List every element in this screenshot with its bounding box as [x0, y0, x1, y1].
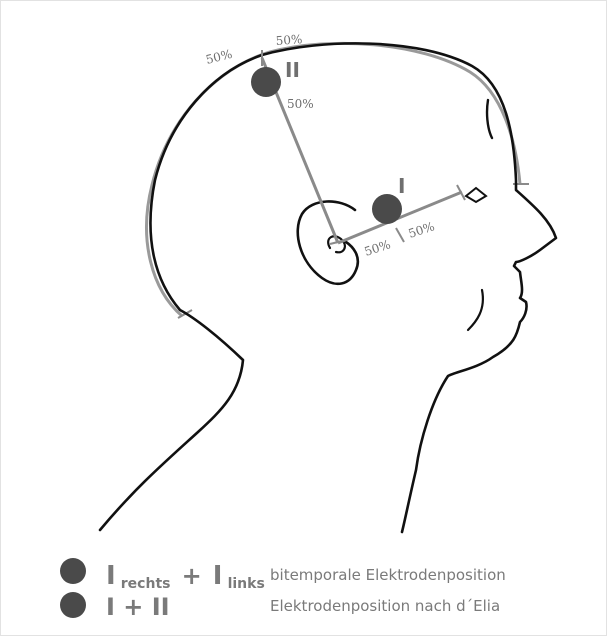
legend: I rechts + I links bitemporale Elektrode…	[60, 558, 506, 621]
eye-outline	[466, 188, 486, 202]
legend-row2-symbol: I + II	[106, 593, 170, 621]
electrode-I-dot	[372, 194, 402, 224]
chin-contour	[468, 290, 483, 330]
legend-row1-dot	[60, 558, 86, 584]
electrode-I-label: I	[398, 174, 405, 198]
electrode-II-label: II	[285, 58, 300, 82]
pct-label-arc-left: 50%	[204, 47, 233, 67]
legend-row2-description: Elektrodenposition nach d´Elia	[270, 597, 500, 615]
pct-label-vertical: 50%	[287, 97, 314, 111]
pct-label-arc-right: 50%	[275, 32, 303, 48]
legend-row1-description: bitemporale Elektrodenposition	[270, 566, 506, 584]
skull-measure-arc	[147, 43, 520, 316]
hairline-notch	[487, 100, 492, 138]
pct-label-horizontal-right: 50%	[407, 219, 437, 241]
pct-label-horizontal-left: 50%	[363, 237, 393, 259]
electrode-II-dot	[251, 67, 281, 97]
tick-midpoint	[396, 228, 404, 242]
legend-row1-symbol: I rechts + I links	[106, 561, 265, 592]
legend-row2-dot	[60, 592, 86, 618]
